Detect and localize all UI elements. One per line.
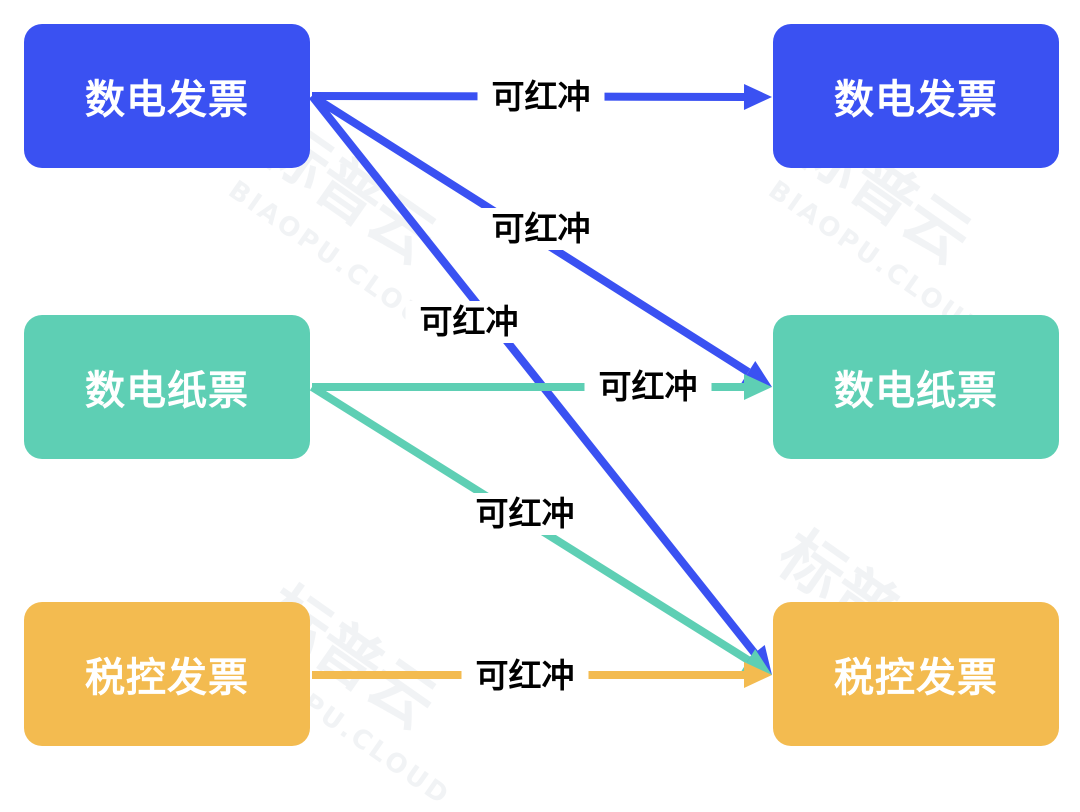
edge-line-s1-to-t3 [308, 93, 758, 656]
source-box-tax-control-invoice: 税控发票 [24, 602, 310, 746]
edge-arrowhead-s1-to-t1 [743, 83, 772, 110]
target-label: 数电纸票 [834, 368, 998, 414]
target-box-tax-control-invoice: 税控发票 [773, 602, 1059, 746]
edge-label: 可红冲 [405, 301, 533, 343]
target-box-digital-invoice: 数电发票 [773, 24, 1059, 168]
edge-label: 可红冲 [477, 76, 605, 118]
edge-label: 可红冲 [461, 493, 589, 535]
source-box-digital-paper-invoice: 数电纸票 [24, 315, 310, 459]
target-box-digital-paper-invoice: 数电纸票 [773, 315, 1059, 459]
source-label: 数电纸票 [85, 368, 249, 414]
edge-label: 可红冲 [461, 655, 589, 697]
source-label: 税控发票 [85, 655, 249, 701]
source-box-digital-invoice: 数电发票 [24, 24, 310, 168]
target-label: 税控发票 [834, 655, 998, 701]
relationship-diagram: 标普云 BIAOPU.CLOUD 标普云 BIAOPU.CLOUD 标普云 BI… [24, 24, 1059, 812]
edge-arrowhead-s2-to-t2 [744, 374, 772, 400]
edge-arrowhead-s3-to-t3 [744, 662, 772, 688]
edge-label: 可红冲 [477, 208, 605, 250]
edge-label: 可红冲 [584, 366, 712, 408]
source-label: 数电发票 [85, 77, 249, 123]
target-label: 数电发票 [834, 77, 998, 123]
